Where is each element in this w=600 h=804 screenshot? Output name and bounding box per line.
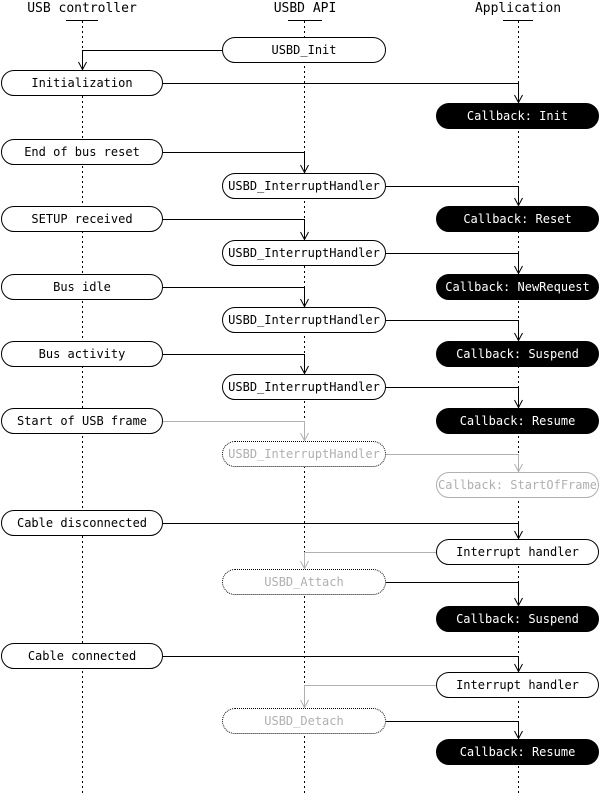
connector-usbdattach-to-cbsuspend2 xyxy=(386,582,519,605)
node-callback-resume-2: Callback: Resume xyxy=(436,739,599,765)
node-callback-resume-1: Callback: Resume xyxy=(436,408,599,434)
node-usbd-interrupthandler-4: USBD_InterruptHandler xyxy=(222,374,386,400)
node-bus-idle: Bus idle xyxy=(1,274,163,300)
arrowhead xyxy=(300,164,309,174)
arrowhead xyxy=(300,298,309,308)
connector-ih4-to-cbresume xyxy=(386,387,519,407)
connector-setupreceived-to-ih2 xyxy=(163,219,305,239)
connector-endofbusreset-to-ih1 xyxy=(163,152,305,172)
connector-ih1-to-cbreset xyxy=(386,186,519,205)
connector-ih5-to-cbstartofframe xyxy=(386,454,519,471)
node-cable-disconnected: Cable disconnected xyxy=(1,510,163,536)
column-header-usb-controller: USB controller xyxy=(27,1,137,16)
connector-cableconnected-to-interrupthandler2 xyxy=(163,656,519,671)
arrowhead xyxy=(514,197,523,207)
connector-usbdinit-to-initialization xyxy=(82,50,222,69)
node-usbd-interrupthandler-5: USBD_InterruptHandler xyxy=(222,441,386,467)
node-callback-init: Callback: Init xyxy=(436,103,599,129)
node-usbd-init: USBD_Init xyxy=(222,37,386,63)
node-interrupt-handler-1: Interrupt handler xyxy=(436,539,599,565)
arrowhead xyxy=(514,399,523,409)
node-usbd-interrupthandler-2: USBD_InterruptHandler xyxy=(222,240,386,266)
connector-busidle-to-ih3 xyxy=(163,287,305,306)
node-initialization: Initialization xyxy=(1,70,163,96)
node-end-of-bus-reset: End of bus reset xyxy=(1,139,163,165)
node-usbd-interrupthandler-1: USBD_InterruptHandler xyxy=(222,173,386,199)
connector-interrupthandler2-to-usbddetach xyxy=(304,685,436,707)
node-bus-activity: Bus activity xyxy=(1,341,163,367)
arrowhead xyxy=(300,432,309,442)
node-start-of-usb-frame: Start of USB frame xyxy=(1,408,163,434)
node-usbd-detach: USBD_Detach xyxy=(222,708,386,734)
connector-ih2-to-cbnewrequest xyxy=(386,253,519,273)
node-usbd-interrupthandler-3: USBD_InterruptHandler xyxy=(222,307,386,333)
node-callback-startofframe: Callback: StartOfFrame xyxy=(436,472,599,498)
node-usbd-attach: USBD_Attach xyxy=(222,569,386,595)
node-callback-reset: Callback: Reset xyxy=(436,206,599,232)
node-callback-suspend-2: Callback: Suspend xyxy=(436,606,599,632)
arrowhead xyxy=(514,663,523,673)
node-setup-received: SETUP received xyxy=(1,206,163,232)
connector-usbddetach-to-cbresume2 xyxy=(386,721,519,738)
connector-cabledisconnected-to-interrupthandler1 xyxy=(163,523,519,538)
arrowhead xyxy=(514,265,523,275)
connector-ih3-to-cbsuspend xyxy=(386,320,519,340)
arrowhead xyxy=(514,730,523,740)
arrowhead xyxy=(300,560,309,570)
arrowhead xyxy=(300,699,309,709)
arrowhead xyxy=(300,231,309,241)
connector-startofusbframe-to-ih5 xyxy=(163,421,305,440)
arrowhead xyxy=(300,365,309,375)
arrowhead xyxy=(514,463,523,473)
arrowhead xyxy=(514,94,523,104)
connector-initialization-to-cbinit xyxy=(163,83,519,102)
connector-interrupthandler1-to-usbdattach xyxy=(304,552,436,568)
arrowhead xyxy=(514,332,523,342)
connector-busactivity-to-ih4 xyxy=(163,354,305,373)
node-callback-suspend-1: Callback: Suspend xyxy=(436,341,599,367)
node-callback-newrequest: Callback: NewRequest xyxy=(436,274,599,300)
arrowhead xyxy=(514,530,523,540)
arrowhead xyxy=(514,597,523,607)
column-header-application: Application xyxy=(474,1,562,16)
column-header-usbd-api: USBD API xyxy=(273,1,337,16)
node-interrupt-handler-2: Interrupt handler xyxy=(436,672,599,698)
node-cable-connected: Cable connected xyxy=(1,643,163,669)
arrowhead xyxy=(78,61,87,71)
